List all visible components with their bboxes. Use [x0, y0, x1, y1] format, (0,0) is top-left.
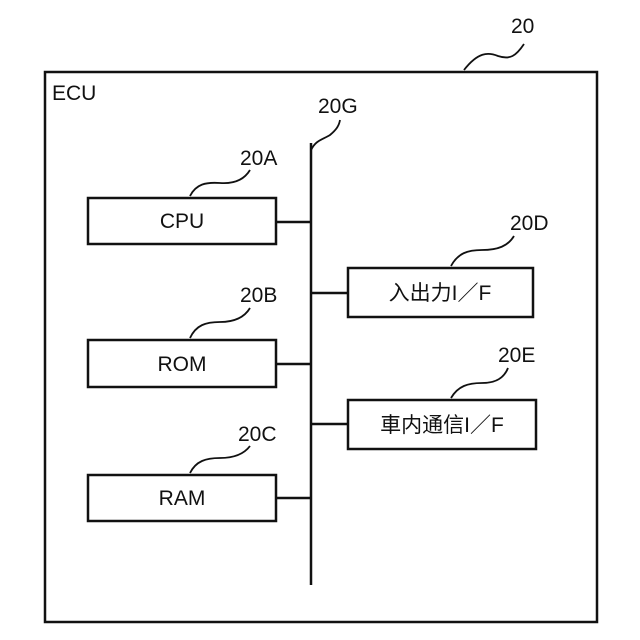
bus-ref-leader [311, 120, 340, 150]
comm-interface-label: 車内通信I／F [380, 414, 504, 437]
cpu-ref-label: 20A [240, 147, 277, 170]
io-interface-ref-label: 20D [510, 212, 549, 235]
rom-ref-leader [190, 308, 250, 338]
cpu-ref-leader [190, 170, 250, 196]
comm-interface-ref-leader [451, 368, 508, 398]
rom-label: ROM [158, 353, 207, 376]
rom-ref-label: 20B [240, 284, 277, 307]
comm-interface-ref-label: 20E [498, 344, 535, 367]
io-interface-label: 入出力I／F [389, 282, 492, 305]
cpu-label: CPU [160, 210, 204, 233]
ecu-ref-label: 20 [511, 15, 534, 38]
ram-ref-leader [190, 446, 250, 473]
ecu-label: ECU [52, 82, 96, 105]
bus-ref-label: 20G [318, 95, 358, 118]
ram-ref-label: 20C [238, 423, 277, 446]
io-interface-ref-leader [451, 236, 514, 266]
ram-label: RAM [159, 487, 206, 510]
ecu-ref-leader [464, 44, 524, 70]
